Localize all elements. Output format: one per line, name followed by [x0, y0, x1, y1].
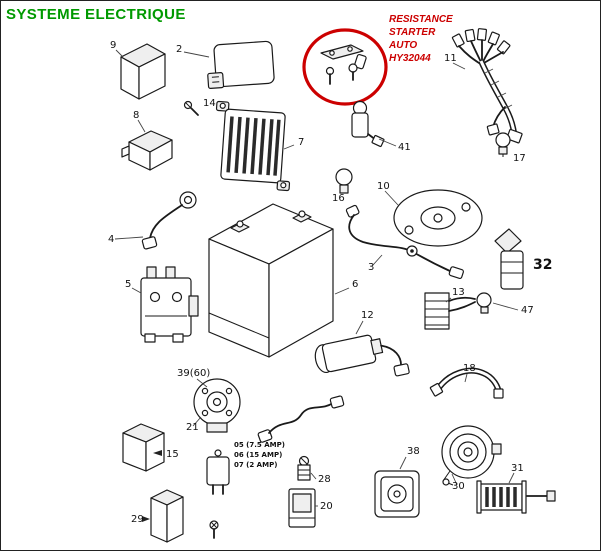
- part-20-fuse-box: [288, 488, 316, 528]
- callout-line-1: RESISTANCE: [389, 14, 453, 25]
- part-14-screw: [183, 100, 199, 116]
- fuse-legend-line-3: 07 (2 AMP): [234, 461, 277, 469]
- arrow-to-part-29: [142, 516, 150, 522]
- part-number-16: 16: [332, 193, 345, 204]
- part-number-3960: 39(60): [177, 368, 210, 379]
- part-number-2: 2: [176, 44, 182, 55]
- fuse-legend-line-2: 06 (15 AMP): [234, 451, 282, 459]
- part-7-voltage-regulator: [215, 100, 291, 192]
- part-4-ground-cable: [141, 191, 197, 250]
- part-number-4: 4: [108, 234, 114, 245]
- part-32-spark-plug-cap: [494, 228, 524, 290]
- part-3-wiring-lead: [345, 204, 464, 279]
- part-28-plug: [297, 455, 311, 481]
- connector-cable: [257, 395, 345, 443]
- part-10-stator-plate: [393, 189, 483, 247]
- part-41-ignition-switch: [351, 100, 385, 148]
- part-5-starter-relay: [140, 266, 199, 343]
- part-8-relay: [121, 130, 173, 171]
- part-number-15: 15: [166, 449, 179, 460]
- part-number-13: 13: [452, 287, 465, 298]
- part-6-battery: [208, 203, 334, 358]
- part-number-20: 20: [320, 501, 333, 512]
- part-number-21: 21: [186, 422, 199, 433]
- part-number-5: 5: [125, 279, 131, 290]
- highlight-callout: RESISTANCE STARTER AUTO HY32044: [389, 13, 453, 65]
- leader-lines: [114, 49, 519, 522]
- part-13-rectifier: [424, 292, 476, 330]
- part-number-10: 10: [377, 181, 390, 192]
- part-number-38: 38: [407, 446, 420, 457]
- small-relay: [206, 449, 230, 495]
- part-number-7: 7: [298, 137, 304, 148]
- part-resistance-starter: [320, 44, 367, 85]
- part-number-18: 18: [463, 363, 476, 374]
- part-9-module: [120, 43, 166, 100]
- part-number-12: 12: [361, 310, 374, 321]
- part-16-bulb: [335, 168, 353, 194]
- part-31-resistor: [476, 480, 556, 514]
- part-number-47: 47: [521, 305, 534, 316]
- part-number-31: 31: [511, 463, 524, 474]
- part-21-flywheel: [193, 378, 241, 433]
- part-number-28: 28: [318, 474, 331, 485]
- part-number-29: 29: [131, 514, 144, 525]
- part-12-starter-motor: [314, 334, 410, 377]
- callout-line-3: AUTO: [389, 40, 418, 51]
- part-18-tube: [429, 367, 504, 399]
- part-number-8: 8: [133, 110, 139, 121]
- part-number-41: 41: [398, 142, 411, 153]
- part-2-cdi-unit: [207, 40, 275, 89]
- part-number-9: 9: [110, 40, 116, 51]
- arrow-to-part-15: [153, 450, 162, 456]
- small-screw: [209, 520, 219, 539]
- part-number-6: 6: [352, 279, 358, 290]
- part-number-32: 32: [533, 257, 552, 273]
- highlight-circle: [302, 28, 388, 106]
- callout-line-4: HY32044: [389, 53, 431, 64]
- part-47-bulb: [476, 292, 492, 314]
- part-number-30: 30: [452, 481, 465, 492]
- part-number-14: 14: [203, 98, 216, 109]
- part-17-bulb: [495, 132, 511, 157]
- page-title: SYSTEME ELECTRIQUE: [6, 6, 186, 23]
- part-15-module: [122, 423, 165, 472]
- part-number-17: 17: [513, 153, 526, 164]
- part-number-3: 3: [368, 262, 374, 273]
- part-29-cover: [150, 489, 184, 543]
- part-number-11: 11: [444, 53, 457, 64]
- part-11-wire-harness: [451, 28, 523, 144]
- part-38-switch: [374, 470, 420, 518]
- fuse-legend-line-1: 05 (7.5 AMP): [234, 441, 285, 449]
- part-30-horn: [441, 425, 502, 486]
- callout-line-2: STARTER: [389, 27, 436, 38]
